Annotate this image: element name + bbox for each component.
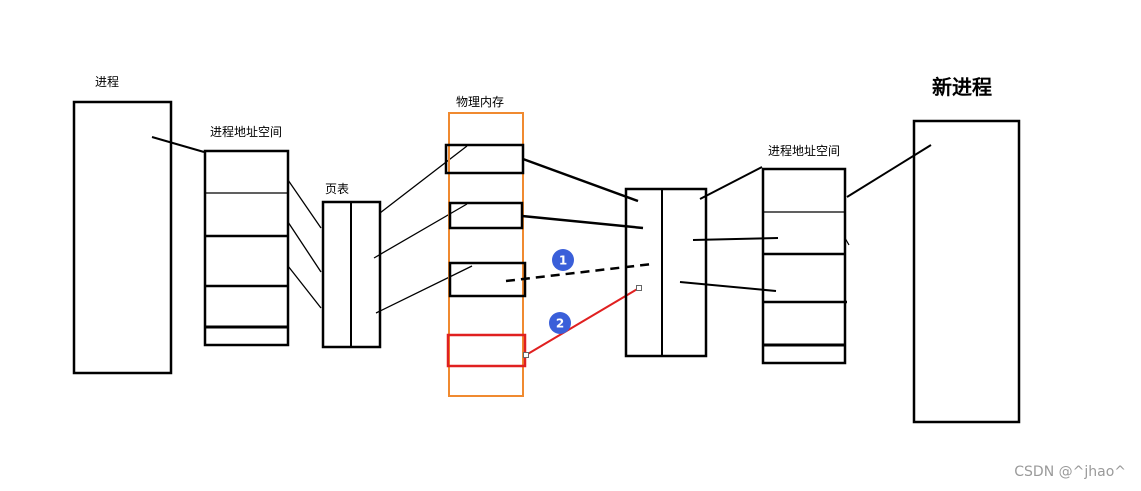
red-connector-handle-end — [636, 285, 642, 291]
physical-page-new-highlighted — [446, 333, 527, 368]
red-connector-new-page — [525, 287, 640, 356]
connectors-page-table-to-physical-memory — [373, 145, 473, 314]
process-box — [72, 100, 173, 375]
new-process-box — [912, 119, 1021, 424]
page-table-left — [321, 200, 382, 349]
physical-page-2 — [448, 201, 524, 230]
svg-text:1: 1 — [559, 254, 567, 268]
label-physical-memory: 物理内存 — [456, 95, 504, 109]
page-table-right — [624, 187, 708, 358]
marker-1: 1 — [552, 249, 574, 271]
connectors-address-space-to-page-table — [287, 179, 322, 309]
label-new-process: 新进程 — [932, 75, 992, 99]
label-page-table: 页表 — [325, 182, 349, 196]
process-address-space-left — [203, 149, 290, 347]
watermark: CSDN @^jhao^ — [1014, 464, 1126, 480]
label-process-address-space-left: 进程地址空间 — [210, 124, 282, 139]
label-process: 进程 — [95, 74, 119, 89]
tick-mark-right — [844, 237, 850, 246]
process-address-space-right — [761, 167, 847, 365]
connector-address-space-to-new-process — [846, 144, 932, 198]
label-process-address-space-right: 进程地址空间 — [768, 143, 840, 158]
physical-memory — [448, 112, 524, 397]
physical-page-1 — [444, 143, 525, 175]
dashed-connector-shared-page — [505, 262, 653, 283]
red-connector-handle-start — [523, 352, 529, 358]
connectors-physical-memory-to-page-table-right — [521, 157, 644, 230]
connector-process-to-address-space — [151, 136, 205, 153]
svg-text:2: 2 — [556, 317, 564, 331]
marker-2: 2 — [549, 312, 571, 334]
